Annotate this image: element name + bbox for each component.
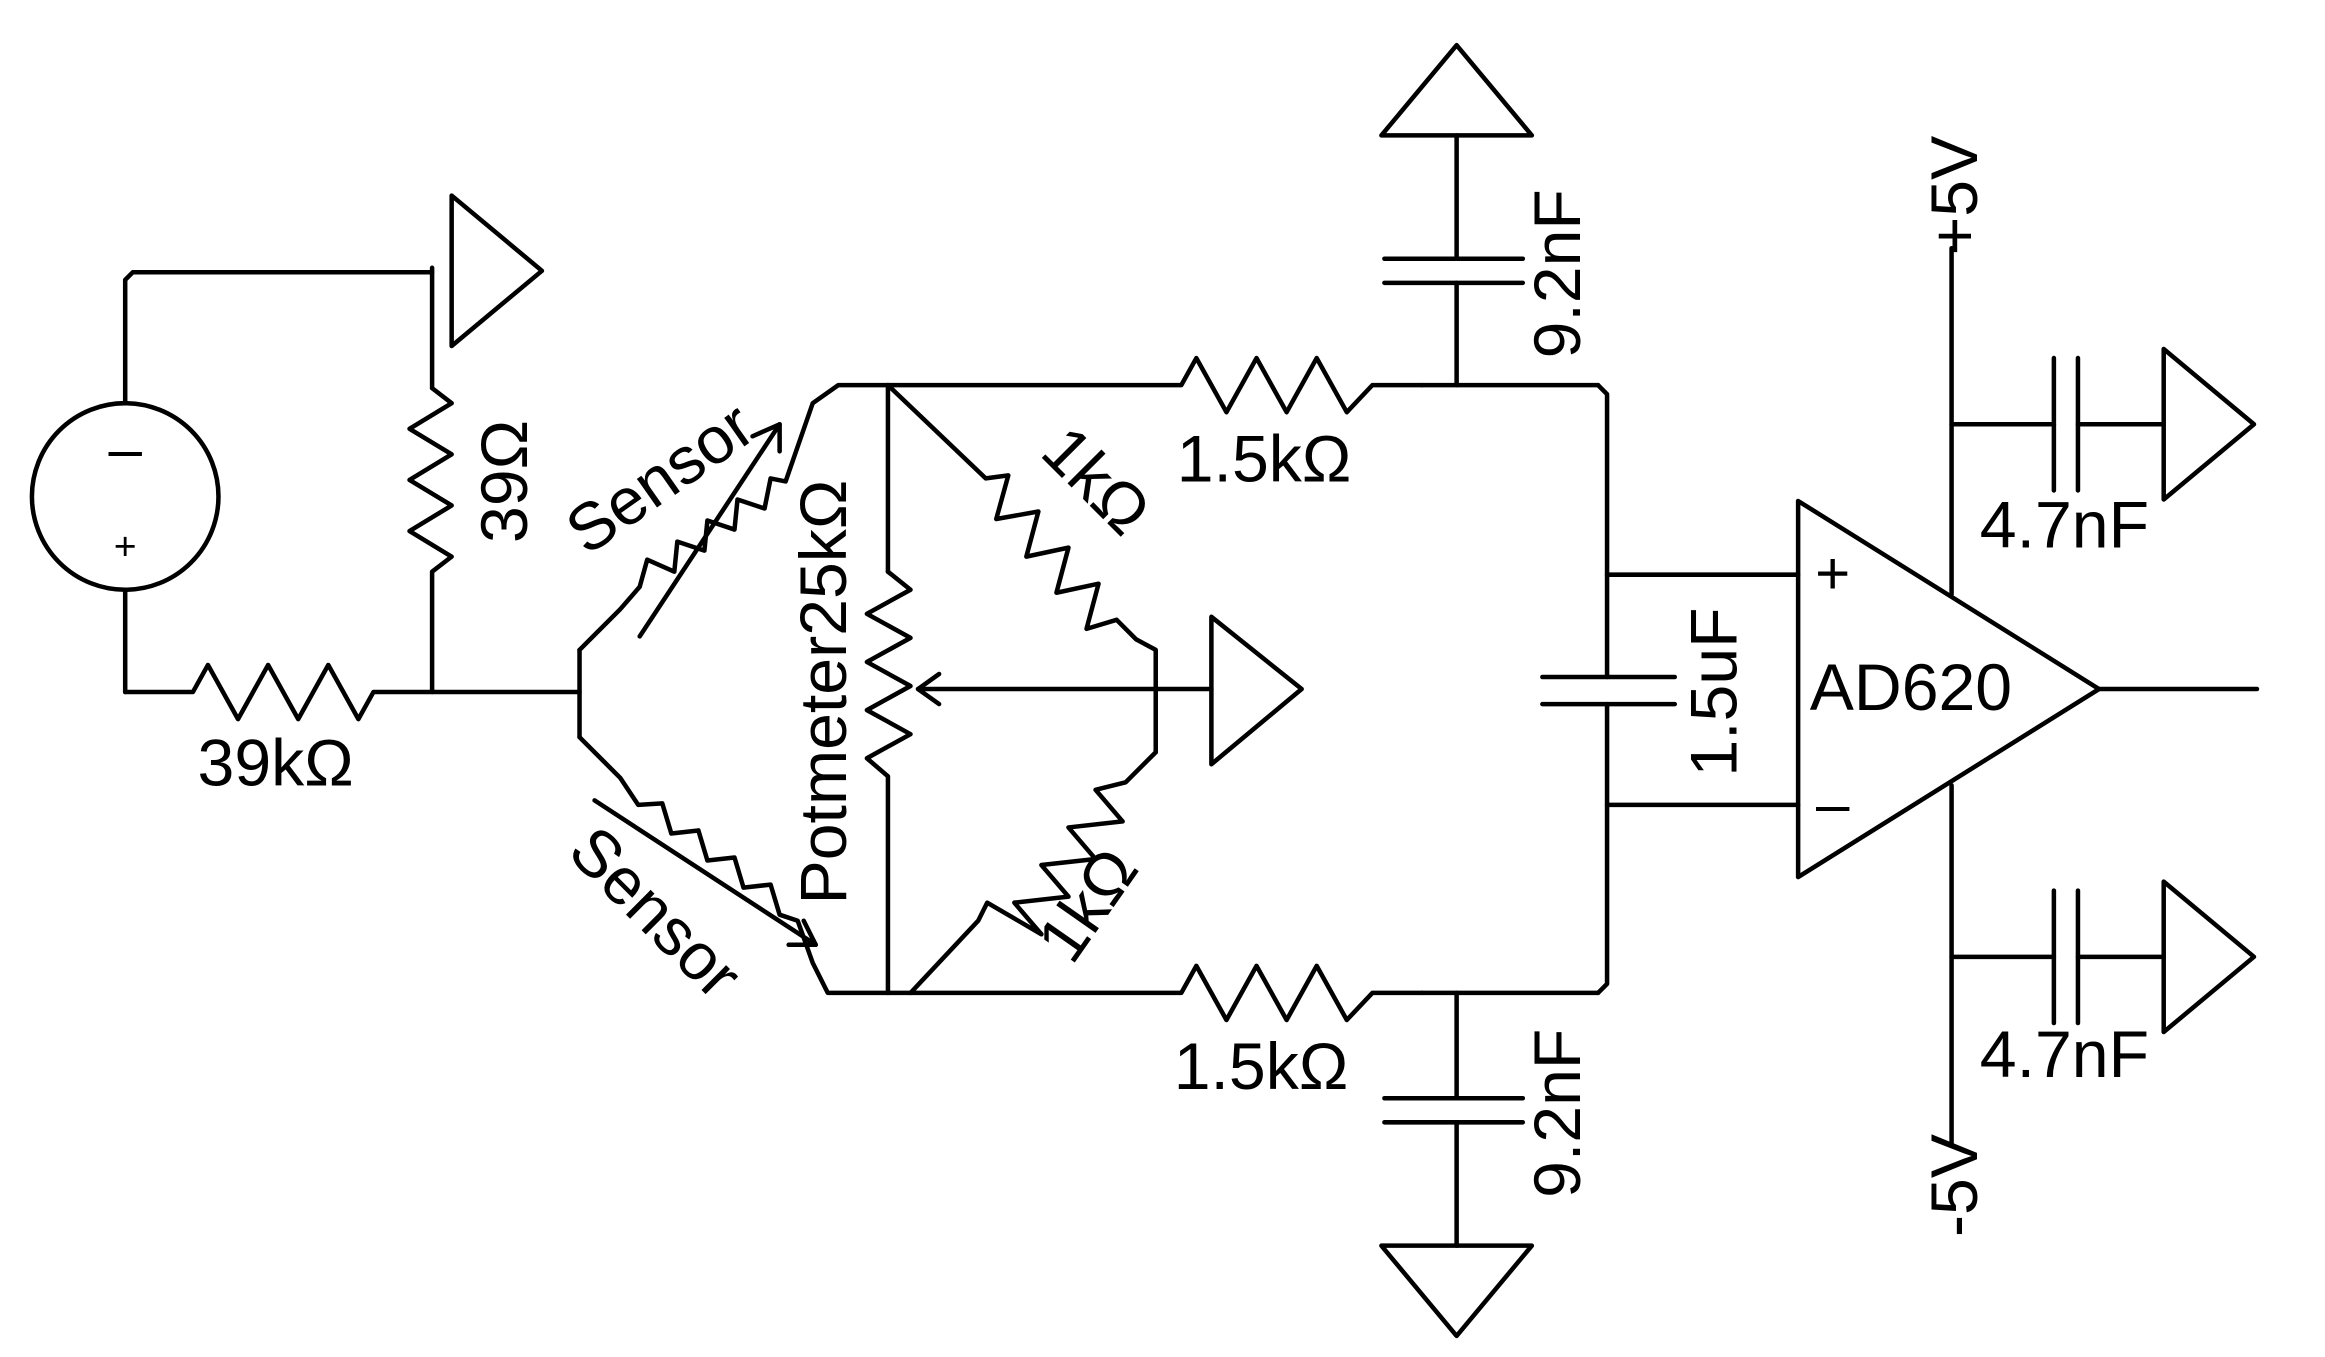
voltage-source: – + — [29, 400, 221, 592]
label-9-2nF-top: 9.2nF — [1521, 189, 1595, 358]
potentiometer-25k — [864, 569, 913, 996]
resistor-1k-bottom — [908, 749, 1158, 996]
label-4-7nF-top: 4.7nF — [1980, 489, 2149, 563]
label-ad620: AD620 — [1810, 651, 2012, 725]
label-1-5k-top: 1.5kΩ — [1177, 422, 1352, 496]
resistor-1-5k-top — [885, 355, 1425, 415]
ground-symbol-right-bottom — [2161, 879, 2257, 1035]
label-vneg: -5V — [1918, 1134, 1992, 1237]
ground-symbol-left — [449, 193, 545, 349]
label-1k-bottom: 1kΩ — [1024, 835, 1153, 975]
resistor-39k — [122, 662, 582, 722]
label-1-5uF: 1.5uF — [1677, 607, 1751, 776]
resistor-1k-top — [885, 382, 1158, 755]
label-vpos: +5V — [1918, 136, 1992, 256]
ground-symbol-right-top — [2161, 346, 2257, 502]
amp-plus-input: + — [1815, 540, 1850, 607]
resistor-1-5k-bottom — [885, 963, 1425, 1023]
label-39k: 39kΩ — [198, 726, 354, 800]
ad620-amplifier — [1795, 498, 2102, 880]
label-1k-top: 1kΩ — [1028, 413, 1165, 550]
amp-minus-input: – — [1816, 770, 1850, 837]
source-plus-sign: + — [114, 526, 137, 569]
sensor-top — [577, 382, 891, 653]
label-sensor-top: Sensor — [553, 388, 767, 569]
ground-symbol-bottom — [1379, 1243, 1535, 1339]
label-potmeter: Potmeter25kΩ — [787, 480, 861, 905]
sensor-bottom — [577, 734, 891, 996]
ground-symbol-top — [1379, 42, 1535, 138]
label-4-7nF-bottom: 4.7nF — [1980, 1018, 2149, 1092]
label-39: 39Ω — [468, 420, 542, 543]
resistor-39 — [407, 385, 454, 695]
source-minus-sign: – — [108, 415, 142, 482]
wire-source-top — [122, 270, 435, 406]
label-9-2nF-bottom: 9.2nF — [1521, 1029, 1595, 1198]
ground-symbol-center — [1209, 614, 1304, 767]
label-1-5k-bottom: 1.5kΩ — [1174, 1030, 1349, 1104]
